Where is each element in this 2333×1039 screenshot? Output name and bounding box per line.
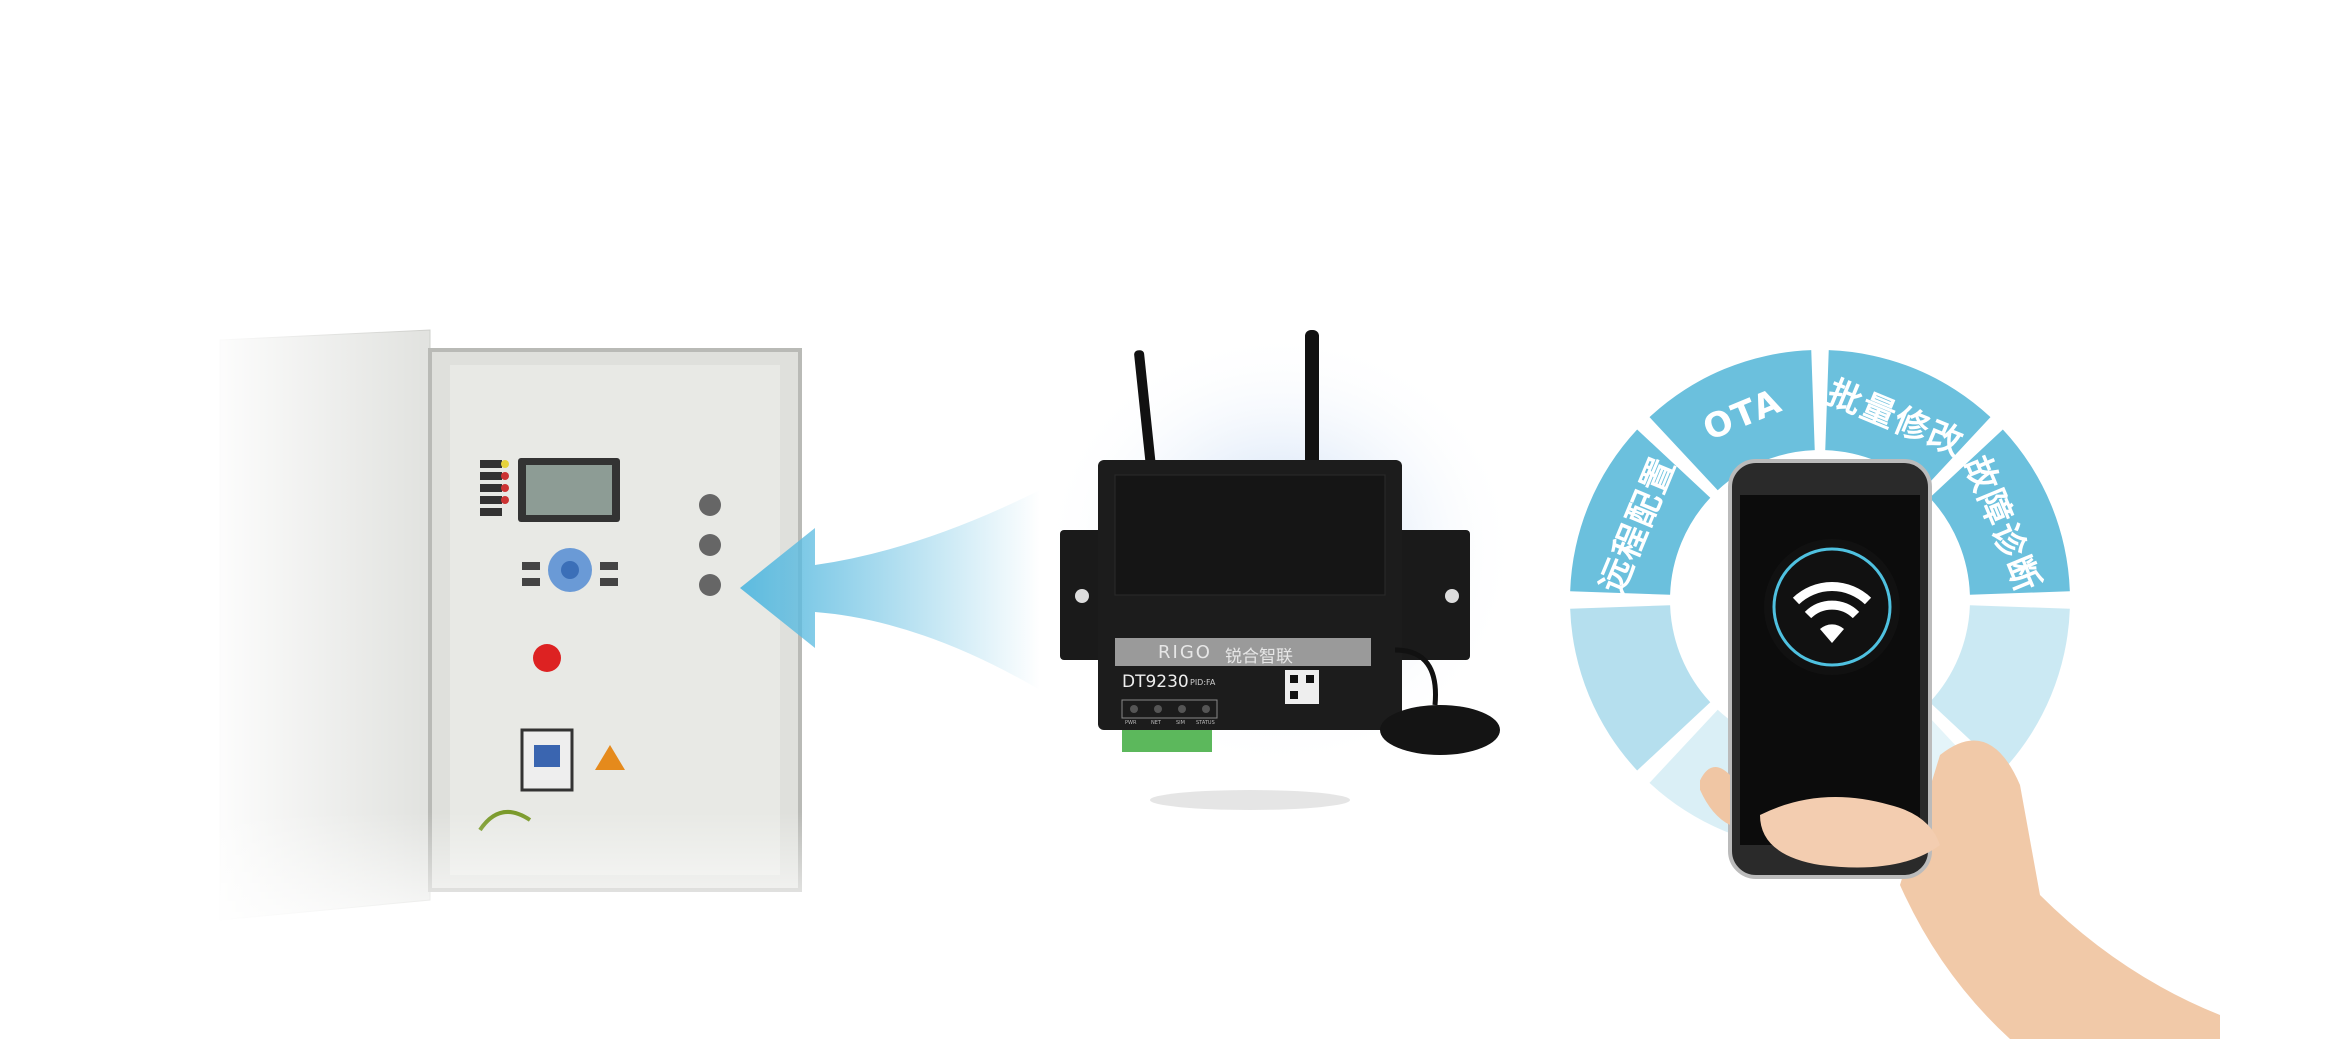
ring-segment bbox=[1929, 605, 2070, 771]
model-number: DT9230 bbox=[1122, 672, 1189, 692]
device-body-image bbox=[1040, 330, 1520, 810]
brand-name: 锐合智联 bbox=[1225, 647, 1293, 667]
led-label-net: NET bbox=[1151, 720, 1161, 726]
wifi-icon bbox=[1792, 582, 1872, 619]
led-label-sim: SIM bbox=[1176, 720, 1185, 726]
control-cabinet-image bbox=[200, 300, 840, 940]
data-flow-arrow bbox=[740, 490, 1040, 690]
ring-segment bbox=[1570, 429, 1711, 595]
ring-segment bbox=[1929, 429, 2070, 595]
ring-segment bbox=[1649, 350, 1815, 491]
led-label-status: STATUS bbox=[1196, 720, 1215, 726]
dtu-device: RIGO 锐合智联 DT9230 PID:FA PWR NET SIM STAT… bbox=[1040, 320, 1520, 820]
ring-segment bbox=[1825, 350, 1991, 491]
ring-segment bbox=[1570, 605, 1711, 771]
brand-logo: RIGO bbox=[1158, 642, 1212, 663]
phone-in-hand bbox=[1700, 459, 2220, 1039]
pid-label: PID:FA bbox=[1190, 678, 1216, 687]
led-label-pwr: PWR bbox=[1125, 720, 1137, 726]
